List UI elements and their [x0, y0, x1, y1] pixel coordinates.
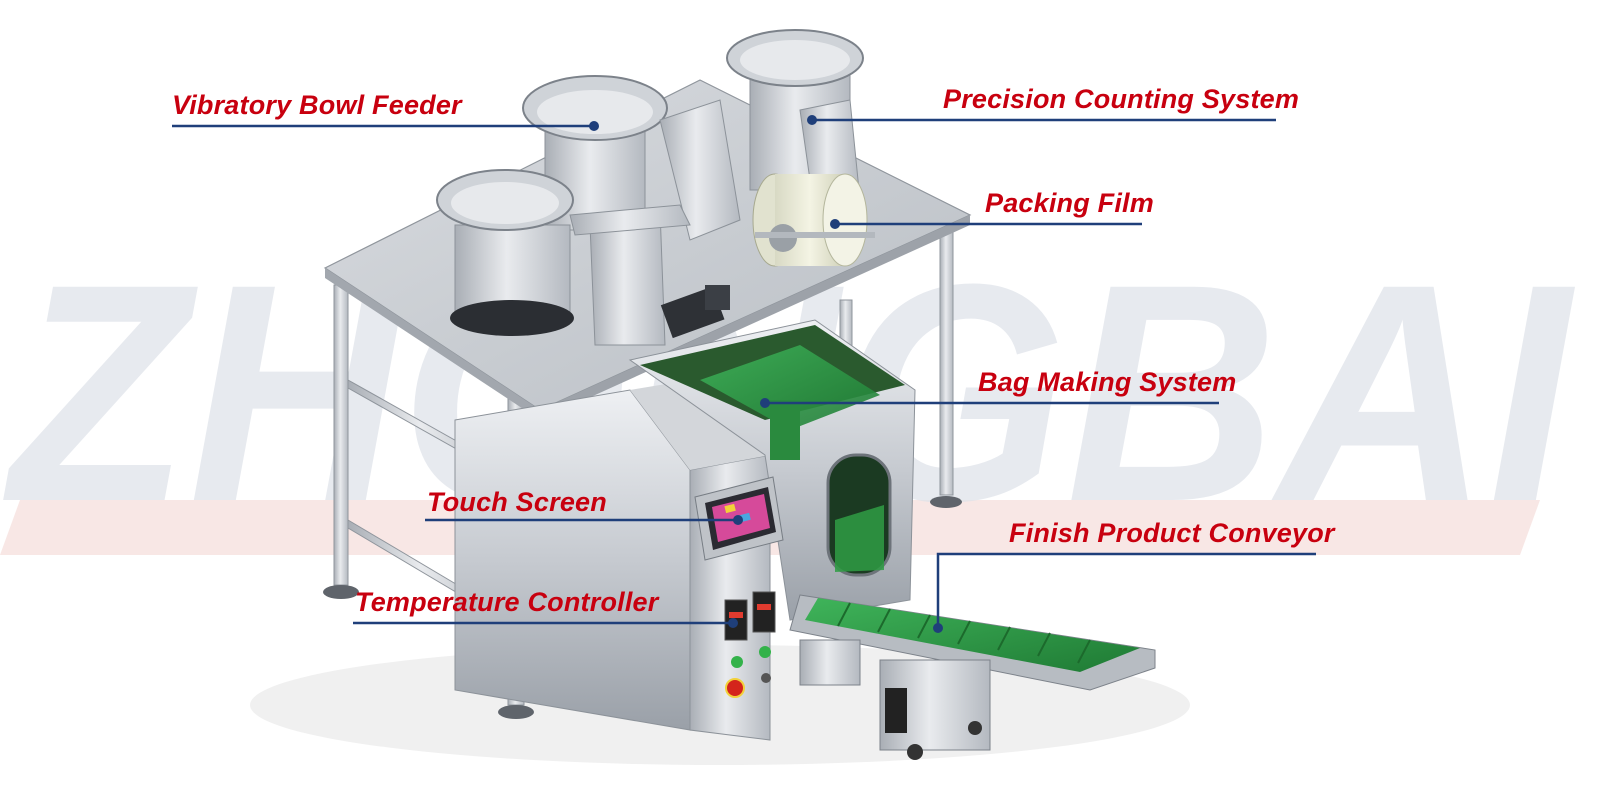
packing-film-roll [752, 173, 875, 267]
dot-temperature-controller [728, 618, 738, 628]
power-button [759, 646, 771, 658]
frame-feet [323, 496, 962, 719]
label-precision-counting-system: Precision Counting System [943, 84, 1300, 114]
vibratory-bowl-middle [522, 75, 668, 231]
packing-machine [250, 29, 1190, 765]
servo-motor [660, 285, 730, 339]
caster-wheel [907, 744, 923, 760]
finish-product-conveyor [789, 594, 1156, 760]
label-finish-product-conveyor: Finish Product Conveyor [1009, 518, 1335, 548]
bag-maker-green-internals [700, 345, 880, 430]
bag-maker-green-column [770, 400, 800, 460]
dot-touch-screen [733, 515, 743, 525]
temperature-controller-2 [752, 591, 776, 633]
conveyor-switch-box [885, 688, 907, 733]
dot-packing-film [830, 219, 840, 229]
knob [761, 673, 771, 683]
leader-finish-product-conveyor [936, 552, 1316, 628]
leader-endpoints [589, 115, 943, 633]
leader-lines [172, 118, 1316, 628]
caster-wheel-2 [968, 721, 982, 735]
dot-vibratory-bowl-feeder [589, 121, 599, 131]
drive-motor [799, 639, 861, 686]
dot-bag-making-system [760, 398, 770, 408]
label-temperature-controller: Temperature Controller [355, 587, 659, 617]
label-bag-making-system: Bag Making System [978, 367, 1237, 397]
cabinet-left-face [454, 389, 691, 731]
top-table-edge [325, 268, 540, 420]
dot-finish-product-conveyor [933, 623, 943, 633]
start-button [731, 656, 743, 668]
conveyor-belt [805, 598, 1140, 672]
bag-maker-window-green [835, 505, 884, 572]
cabinet-top-face [630, 375, 770, 470]
emergency-stop-button [725, 678, 745, 698]
label-vibratory-bowl-feeder: Vibratory Bowl Feeder [172, 90, 462, 120]
label-touch-screen: Touch Screen [427, 487, 607, 517]
dot-precision-counting-system [807, 115, 817, 125]
label-packing-film: Packing Film [985, 188, 1154, 218]
vibratory-bowl-rear [726, 29, 864, 191]
vibratory-bowl-front [436, 169, 574, 336]
